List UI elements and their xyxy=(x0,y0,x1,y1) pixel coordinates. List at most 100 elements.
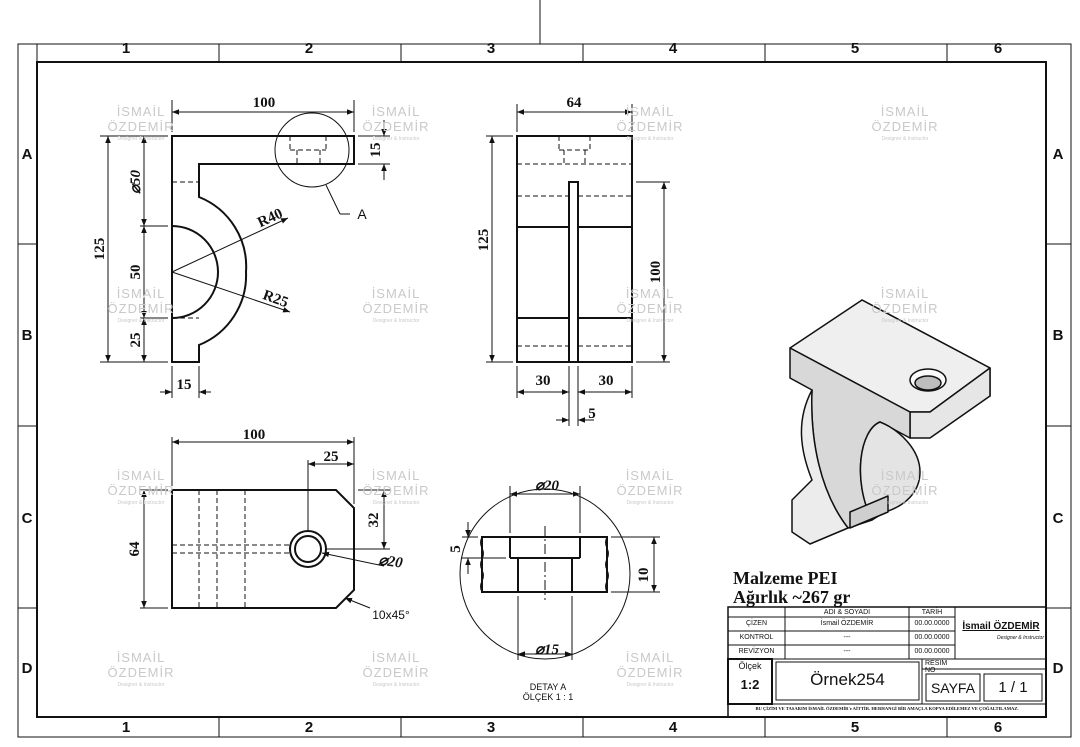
dim-side-left: 30 xyxy=(536,373,551,389)
dim-front-wall: 15 xyxy=(177,377,192,393)
zone-col-4-bottom: 4 xyxy=(668,719,678,736)
scale-value: 1:2 xyxy=(740,677,760,692)
zone-row-b-left: B xyxy=(21,327,33,344)
detail-scale: ÖLÇEK 1 : 1 xyxy=(522,692,574,703)
sheet-frame xyxy=(17,0,1072,738)
drawing-no-label: RESİM NO xyxy=(925,660,948,674)
zone-row-c-right: C xyxy=(1052,510,1064,527)
dim-front-mid: 50 xyxy=(128,265,144,280)
zone-col-1-top: 1 xyxy=(121,40,131,57)
zone-col-3-top: 3 xyxy=(486,40,496,57)
sheet-value: 1 / 1 xyxy=(998,679,1028,696)
detail-ref-label: A xyxy=(357,206,367,222)
zone-row-d-right: D xyxy=(1052,660,1064,677)
row-role: REVİZYON xyxy=(738,648,775,655)
row-name: --- xyxy=(843,648,851,655)
front-view-dimensions: 100 125 ⌀50 50 25 15 15 R40 R25 A xyxy=(92,95,384,393)
row-date: 00.00.0000 xyxy=(914,634,950,641)
zone-row-d-left: D xyxy=(21,660,33,677)
row-role: KONTROL xyxy=(739,634,774,641)
row-name: --- xyxy=(843,634,851,641)
scale-label: Ölçek xyxy=(738,661,762,671)
zone-col-3-bottom: 3 xyxy=(486,719,496,736)
zone-col-6-bottom: 6 xyxy=(993,719,1003,736)
dim-top-hole-dia: 20 xyxy=(385,554,404,572)
dim-detail-depth: 5 xyxy=(448,545,464,553)
side-view-dimensions: 64 125 100 30 30 5 xyxy=(476,95,664,422)
top-view-dimensions: 100 25 32 64 ⌀20 10x45° xyxy=(127,427,410,622)
dim-front-dia: 50 xyxy=(128,169,144,185)
row-date: 00.00.0000 xyxy=(914,620,950,627)
top-view xyxy=(140,437,390,609)
header-date: TARİH xyxy=(921,609,943,616)
author-logo: İsmail ÖZDEMİR xyxy=(962,621,1040,632)
zone-col-5-top: 5 xyxy=(850,40,860,57)
drawing-name: Örnek254 xyxy=(810,670,885,689)
dim-detail-top-dia: 20 xyxy=(543,478,560,494)
dim-top-hole-y: 32 xyxy=(366,513,382,528)
zone-row-b-right: B xyxy=(1052,327,1064,344)
zone-col-5-bottom: 5 xyxy=(850,719,860,736)
detail-label: DETAY A xyxy=(529,682,567,692)
sheet-label: SAYFA xyxy=(930,680,976,696)
dim-detail-bottom-dia: 15 xyxy=(544,642,560,658)
dim-side-height: 125 xyxy=(476,229,492,252)
row-role: ÇİZEN xyxy=(746,620,767,627)
material-note: Malzeme PEI Ağırlık ~267 gr xyxy=(733,569,850,607)
zone-row-a-right: A xyxy=(1052,146,1064,163)
detail-a-view xyxy=(459,486,660,660)
dim-detail-bottom-dia-label: ⌀15 xyxy=(535,642,560,658)
dim-detail-thickness: 10 xyxy=(636,568,652,583)
dim-front-r-inner: R25 xyxy=(260,287,290,311)
material-line: Malzeme PEI xyxy=(733,568,838,588)
front-view xyxy=(100,100,390,398)
row-date: 00.00.0000 xyxy=(914,648,950,655)
dim-top-height: 64 xyxy=(127,541,143,557)
dim-side-slot: 5 xyxy=(588,406,596,422)
dim-front-bottom: 25 xyxy=(128,333,144,348)
zone-col-2-bottom: 2 xyxy=(304,719,314,736)
dim-top-hole-x: 25 xyxy=(324,449,339,465)
dim-side-right: 30 xyxy=(599,373,614,389)
detail-dimensions: ⌀20 ⌀15 5 10 xyxy=(448,478,652,658)
zone-row-c-left: C xyxy=(21,510,33,527)
author-subtitle: Designer & Instructor xyxy=(997,635,1044,641)
zone-col-4-top: 4 xyxy=(668,40,678,57)
dim-top-hole-dia-label: ⌀20 xyxy=(378,552,405,571)
dim-front-r-outer: R40 xyxy=(255,206,285,231)
dim-front-width: 100 xyxy=(253,95,276,111)
header-name: ADI & SOYADI xyxy=(823,609,871,616)
dim-side-width: 64 xyxy=(567,95,583,111)
zone-col-6-top: 6 xyxy=(993,40,1003,57)
title-block-frame xyxy=(727,606,1047,718)
dim-front-height: 125 xyxy=(92,238,108,261)
isometric-view xyxy=(789,299,991,545)
weight-line: Ağırlık ~267 gr xyxy=(733,586,851,607)
zone-row-a-left: A xyxy=(21,146,33,163)
dim-top-width: 100 xyxy=(243,427,266,443)
dim-front-dia-label: ⌀50 xyxy=(128,169,144,194)
dim-front-top-hole: 15 xyxy=(368,143,384,158)
zone-col-2-top: 2 xyxy=(304,40,314,57)
dim-top-chamfer: 10x45° xyxy=(372,608,410,622)
detail-caption: DETAY A ÖLÇEK 1 : 1 xyxy=(500,682,596,703)
copyright-footer: BU ÇİZİM VE TASARIM İSMAİL ÖZDEMİR'e AİT… xyxy=(755,706,1019,711)
dim-side-slot-height: 100 xyxy=(648,261,664,284)
side-view xyxy=(486,104,670,426)
